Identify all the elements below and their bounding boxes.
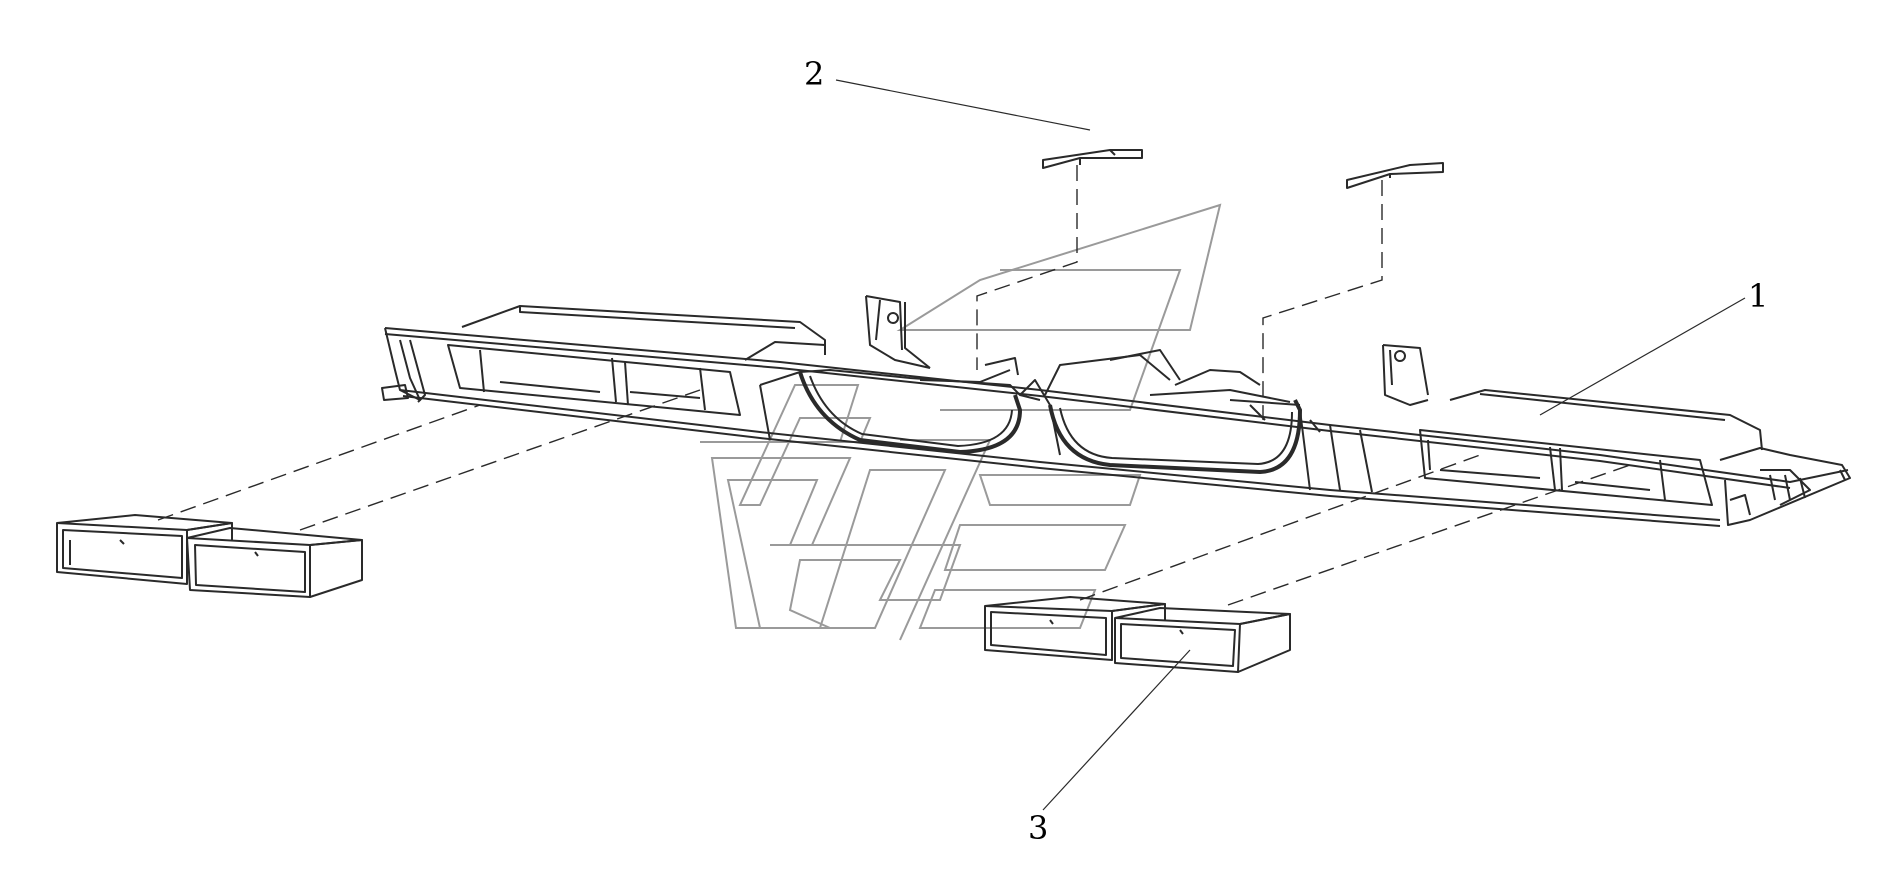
vent-outlet-right-pair <box>984 596 1291 673</box>
leader-line-1 <box>1539 297 1746 416</box>
assembly-guide-lines <box>157 165 1631 606</box>
callout-leader-lines <box>835 79 1746 811</box>
callout-label-1: 1 <box>1748 277 1769 315</box>
watermark-logo <box>700 203 1222 641</box>
main-air-duct-assembly <box>381 295 1851 527</box>
vent-outlet-left-pair <box>56 514 363 598</box>
leader-line-3 <box>1042 649 1191 811</box>
cover-cap-right <box>1346 162 1444 189</box>
callout-label-2: 2 <box>804 55 825 93</box>
cover-cap-left <box>1042 149 1143 169</box>
callout-label-3: 3 <box>1028 809 1049 847</box>
leader-line-2 <box>835 79 1091 131</box>
